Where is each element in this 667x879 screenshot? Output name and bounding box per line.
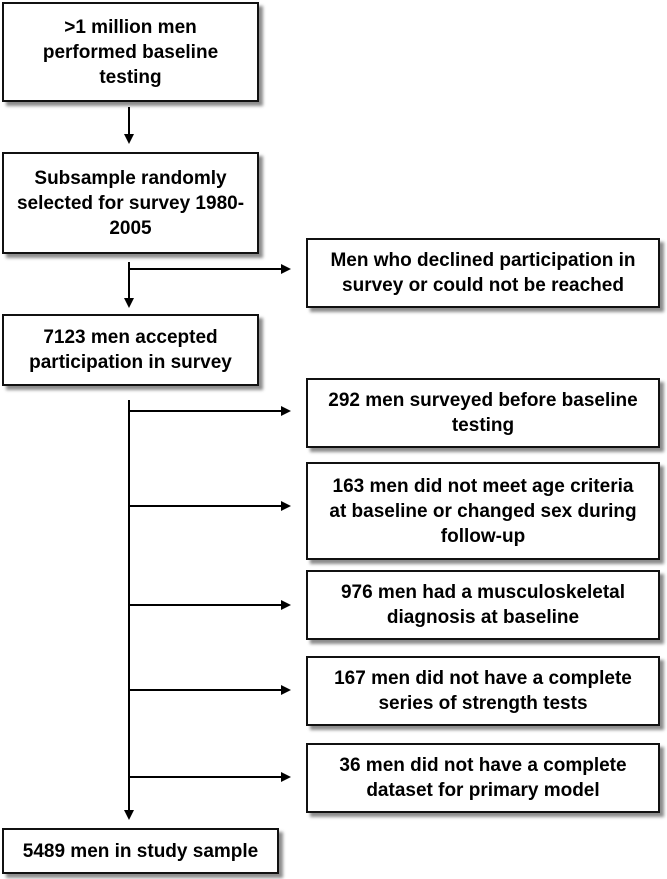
accepted-participation-box: 7123 men accepted participation in surve…	[2, 314, 259, 386]
exclusion-musculoskeletal-text: 976 men had a musculoskeletal diagnosis …	[340, 582, 626, 628]
exclusion-surveyed-before-box: 292 men surveyed before baseline testing	[306, 378, 660, 448]
declined-participation-text: Men who declined participation in survey…	[330, 250, 636, 296]
study-sample-box: 5489 men in study sample	[2, 828, 279, 874]
exclusion-dataset-box: 36 men did not have a complete dataset f…	[306, 743, 660, 813]
exclusion-age-criteria-text: 163 men did not meet age criteria at bas…	[329, 475, 637, 547]
exclusion-surveyed-before-text: 292 men surveyed before baseline testing	[328, 390, 638, 436]
exclusion-strength-tests-text: 167 men did not have a complete series o…	[334, 668, 632, 714]
exclusion-age-criteria-box: 163 men did not meet age criteria at bas…	[306, 462, 660, 560]
accepted-participation-text: 7123 men accepted participation in surve…	[29, 327, 232, 373]
survey-subsample-text: Subsample randomly selected for survey 1…	[16, 167, 245, 239]
study-sample-text: 5489 men in study sample	[22, 840, 259, 862]
exclusion-musculoskeletal-box: 976 men had a musculoskeletal diagnosis …	[306, 570, 660, 640]
declined-participation-box: Men who declined participation in survey…	[306, 238, 660, 308]
exclusion-dataset-text: 36 men did not have a complete dataset f…	[339, 755, 627, 801]
exclusion-strength-tests-box: 167 men did not have a complete series o…	[306, 656, 660, 726]
baseline-testing-box: >1 million men performed baseline testin…	[2, 2, 259, 102]
survey-subsample-box: Subsample randomly selected for survey 1…	[2, 152, 259, 254]
baseline-testing-text: >1 million men performed baseline testin…	[42, 16, 219, 88]
